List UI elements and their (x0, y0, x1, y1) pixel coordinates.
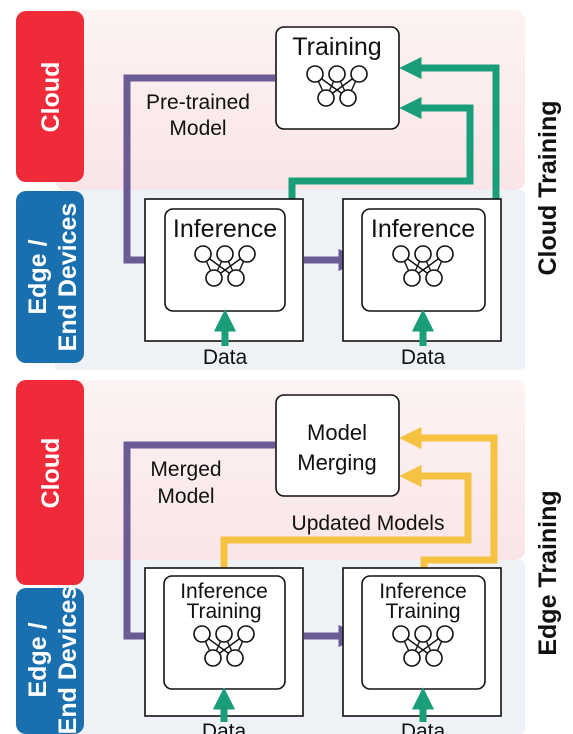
bottom-update-flow-device1-to-cloud (220, 464, 472, 576)
bottom-panel: Cloud Edge / End Devices Edge Training U… (16, 380, 562, 734)
top-panel: Cloud Edge / End Devices Cloud Training … (16, 10, 562, 370)
top-flow-label-line1: Pre-trained (146, 91, 250, 114)
bottom-edge-tier-label-line1: Edge / (24, 622, 52, 697)
bottom-device-1-label-line1: Inference (180, 580, 268, 603)
bottom-data-input-1-label: Data (202, 720, 247, 734)
top-cloud-tier-label: Cloud (37, 62, 65, 133)
top-data-input-1-label: Data (203, 346, 248, 369)
bottom-device-2-label-line1: Inference (379, 580, 467, 603)
top-cloud-tier-label-box (16, 11, 84, 182)
bottom-cloud-merging-box (275, 394, 400, 497)
top-device-1-label: Inference (173, 215, 277, 243)
bottom-cloud-merging-label-line2: Merging (297, 450, 376, 475)
top-edge-tier-label-box (16, 191, 84, 363)
bottom-cloud-merging-label-line1: Model (307, 420, 367, 445)
bottom-cloud-tier-label-box (16, 380, 84, 585)
top-panel-title: Cloud Training (534, 101, 562, 276)
top-cloud-training-label: Training (292, 33, 381, 61)
top-device-2-label: Inference (371, 215, 475, 243)
top-edge-tier-label-line1: Edge / (24, 239, 52, 314)
bottom-device-1-label-line2: Training (186, 600, 261, 623)
top-data-input-2-label: Data (401, 346, 446, 369)
bottom-cloud-tier-label: Cloud (37, 438, 65, 509)
top-flow-label-line2: Model (169, 117, 226, 140)
bottom-merged-model-arrow (123, 441, 275, 648)
bottom-panel-title: Edge Training (534, 490, 562, 655)
bottom-device-2-label-line2: Training (385, 600, 460, 623)
bottom-flow-label-line2: Model (157, 485, 214, 508)
bottom-data-input-2-label: Data (401, 720, 446, 734)
bottom-update-flow-device2-to-cloud (399, 426, 498, 576)
bottom-edge-tier-label-box (16, 588, 84, 734)
bottom-edge-tier-label-line2: End Devices (54, 586, 82, 734)
top-edge-tier-label-line2: End Devices (54, 203, 82, 352)
bottom-updated-models-label: Updated Models (292, 512, 445, 535)
top-pretrained-model-arrow (123, 74, 275, 272)
bottom-flow-label-line1: Merged (150, 458, 221, 481)
